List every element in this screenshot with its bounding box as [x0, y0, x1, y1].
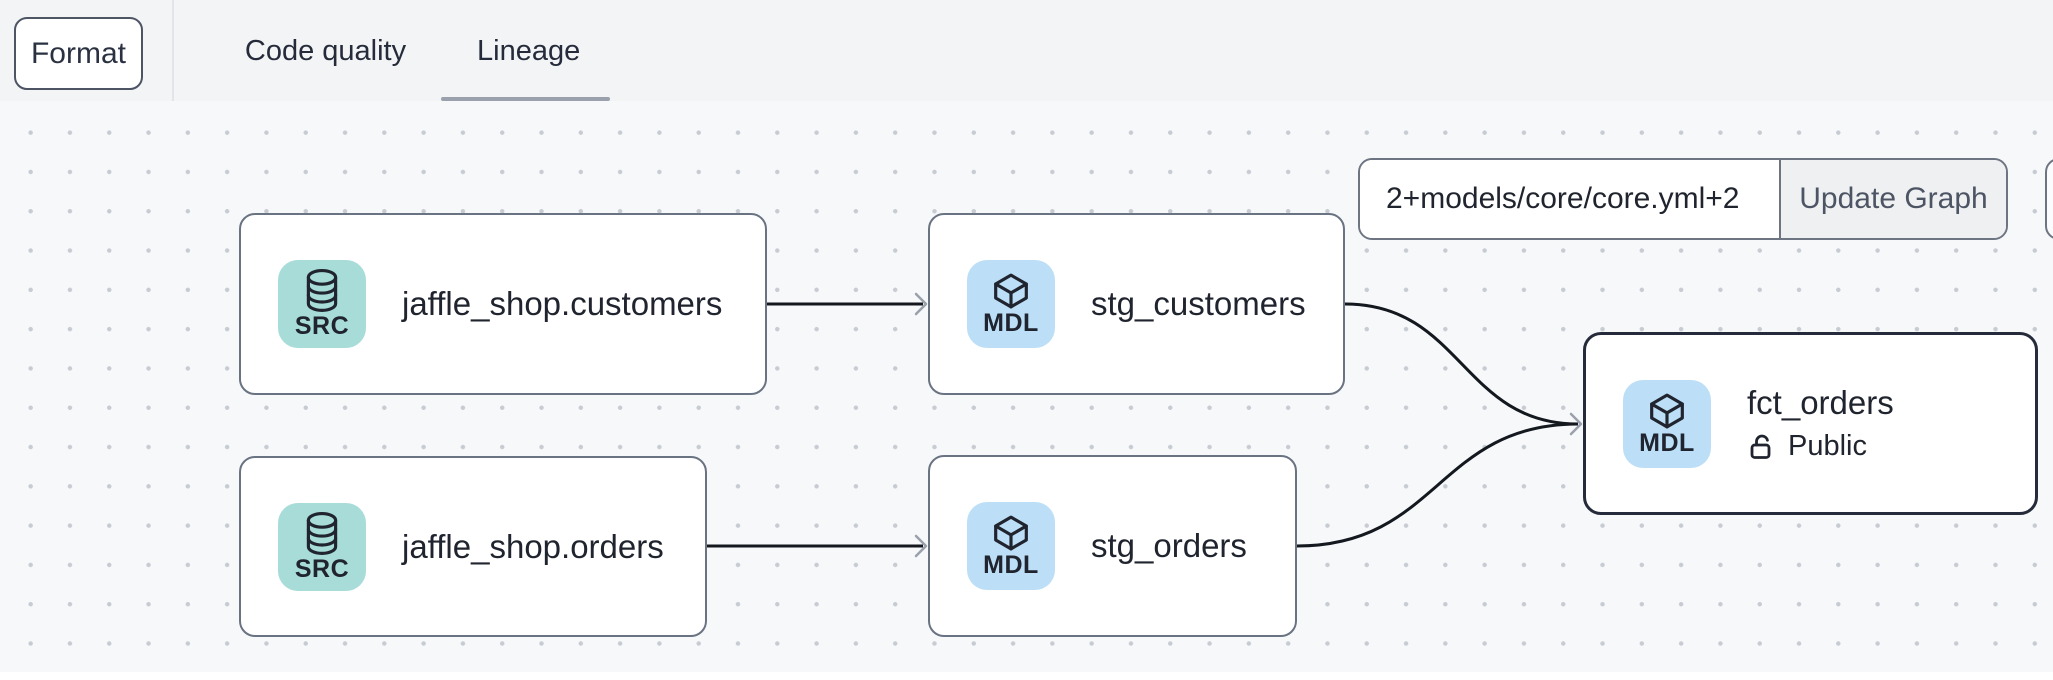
node-title: fct_orders: [1747, 384, 1894, 421]
database-icon: [306, 269, 338, 312]
panel-bottom-edge: [0, 672, 2053, 680]
update-graph-button[interactable]: Update Graph: [1779, 160, 2006, 238]
node-model-fct-orders[interactable]: MDL fct_orders Public: [1583, 332, 2038, 515]
badge-label: MDL: [983, 551, 1039, 579]
model-cube-icon: [1650, 393, 1684, 428]
graph-selector-group: Update Graph: [1358, 158, 2008, 240]
source-badge: SRC: [278, 502, 366, 591]
access-label: Public: [1788, 430, 1867, 462]
badge-label: SRC: [294, 554, 350, 583]
model-cube-icon: [994, 273, 1028, 309]
model-badge: MDL: [967, 502, 1055, 590]
database-icon: [306, 511, 338, 555]
format-button[interactable]: Format: [14, 17, 143, 90]
clipped-control-button[interactable]: [2045, 158, 2053, 240]
toolbar-divider: [172, 0, 174, 101]
node-source-jaffle-shop-customers[interactable]: SRC jaffle_shop.customers: [239, 213, 767, 395]
node-title: stg_customers: [1091, 285, 1306, 322]
source-badge: SRC: [278, 260, 366, 348]
node-source-jaffle-shop-orders[interactable]: SRC jaffle_shop.orders: [239, 456, 707, 637]
model-cube-icon: [994, 515, 1028, 551]
node-title: stg_orders: [1091, 527, 1247, 564]
badge-label: MDL: [1639, 428, 1695, 457]
model-badge: MDL: [967, 260, 1055, 348]
badge-label: MDL: [983, 309, 1039, 337]
node-text: fct_orders Public: [1747, 384, 1894, 463]
node-model-stg-customers[interactable]: MDL stg_customers: [928, 213, 1345, 395]
node-title: jaffle_shop.customers: [402, 285, 723, 322]
tab-code-quality[interactable]: Code quality: [244, 35, 407, 67]
model-badge: MDL: [1623, 379, 1711, 468]
lock-open-icon: [1750, 434, 1771, 459]
access-row: Public: [1747, 430, 1894, 463]
node-title: jaffle_shop.orders: [402, 527, 664, 565]
tab-lineage[interactable]: Lineage: [477, 35, 581, 67]
active-tab-indicator: [441, 97, 610, 101]
toolbar: Format Code quality Lineage: [0, 0, 2053, 101]
model-selector-input[interactable]: [1360, 160, 1779, 238]
node-model-stg-orders[interactable]: MDL stg_orders: [928, 455, 1297, 637]
badge-label: SRC: [294, 312, 350, 340]
